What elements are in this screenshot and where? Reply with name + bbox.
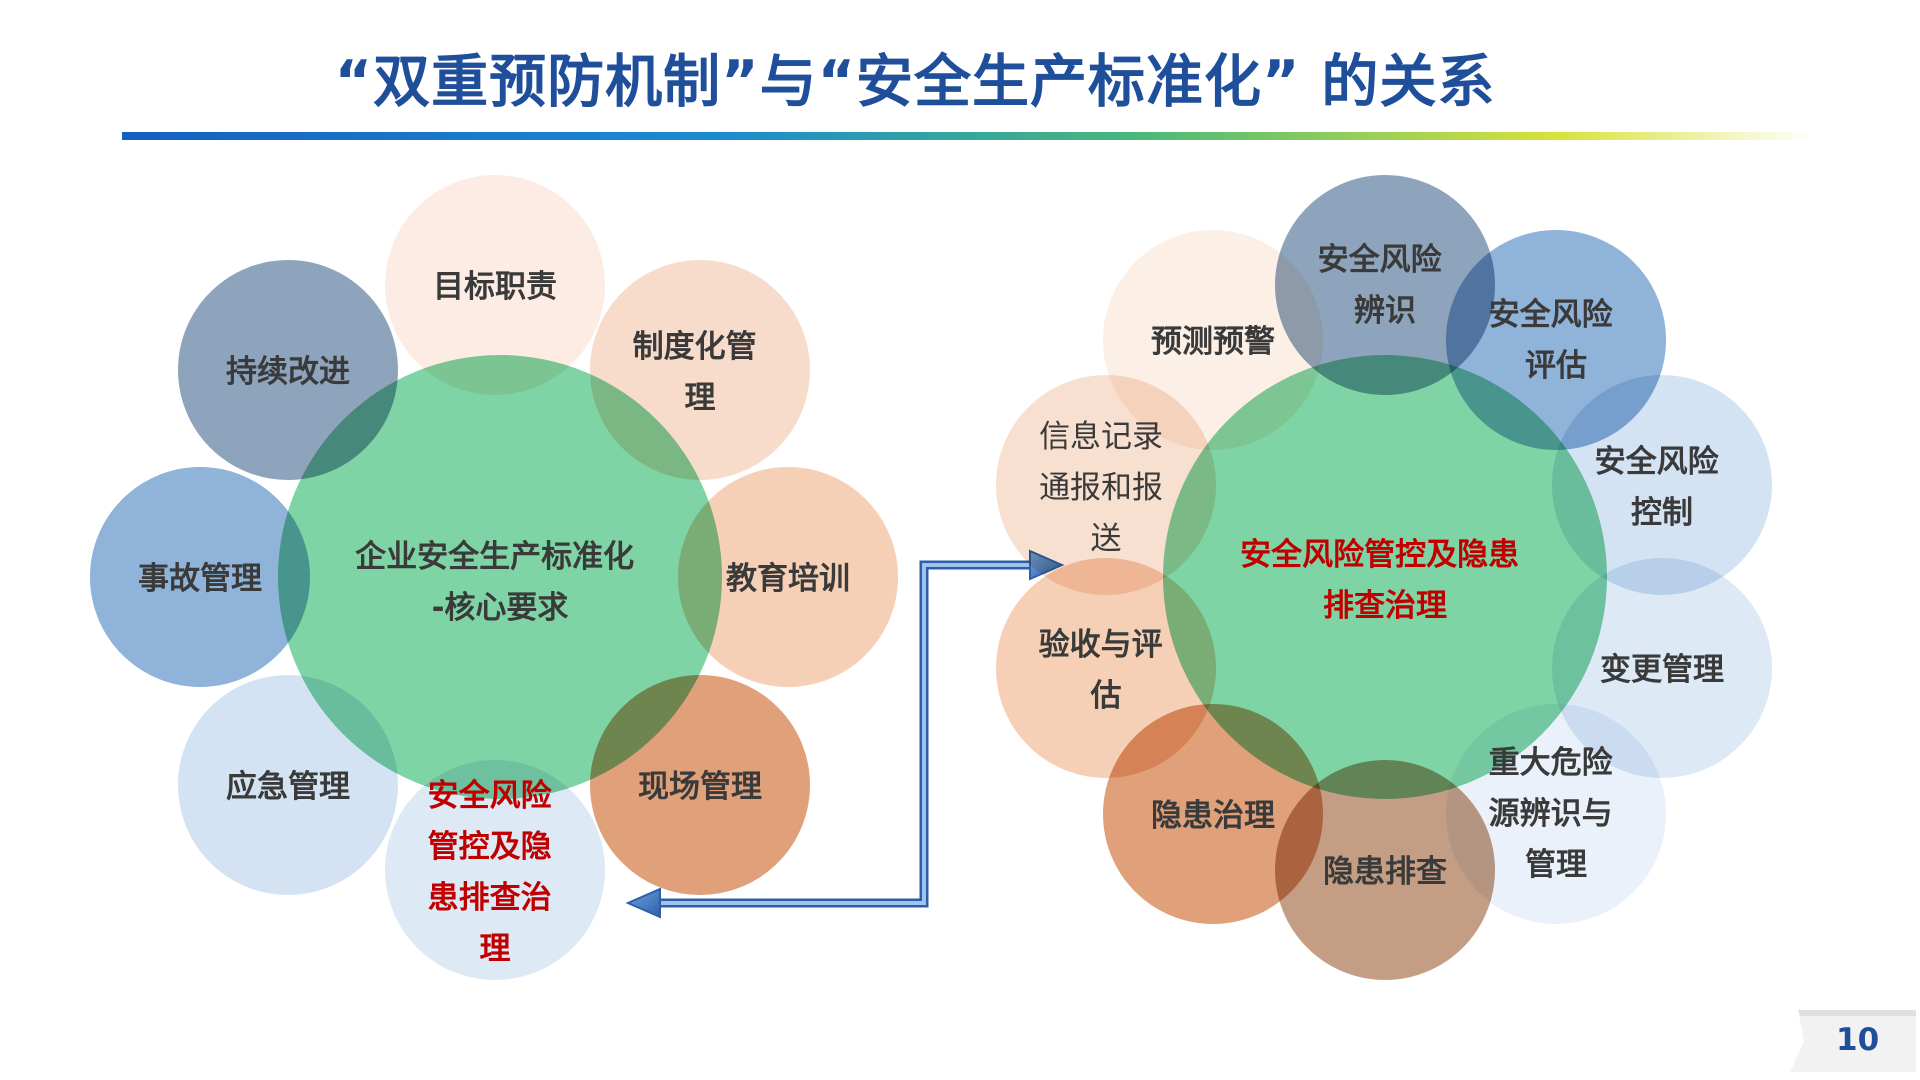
right-petal-label-10: 预测预警: [1151, 324, 1275, 360]
left-petal-label-4: 现场管理: [638, 769, 762, 805]
left-diagram: 企业安全生产标准化 -核心要求 目标职责 制度化管 理 教育培训 现场管理 安全…: [88, 173, 900, 982]
left-petal-circle-8: [176, 258, 400, 482]
right-petal-label-7: 隐患治理: [1151, 798, 1275, 834]
right-petal-label-5: 重大危险 源辨识与 管理: [1489, 745, 1624, 883]
left-center-circle: [278, 355, 722, 799]
slide-title: “双重预防机制”与“安全生产标准化” 的关系: [334, 49, 1496, 115]
left-petal-circle-4: [588, 673, 812, 897]
right-petal-label-4: 变更管理: [1600, 652, 1724, 688]
left-petal-label-2: 制度化管 理: [633, 329, 768, 416]
left-petal-label-1: 目标职责: [433, 269, 557, 305]
right-diagram: 安全风险管控及隐患 排查治理 安全风险 辨识 安全风险 评估 安全风险 控制 变…: [994, 173, 1774, 982]
right-petal-circle-10: [1101, 228, 1325, 452]
left-petal-circle-6: [176, 673, 400, 897]
right-petal-label-9: 信息记录 通报和报 送: [1039, 419, 1173, 557]
left-petal-circle-3: [676, 465, 900, 689]
right-center-label: 安全风险管控及隐患 排查治理: [1240, 537, 1530, 624]
left-center-label: 企业安全生产标准化 -核心要求: [355, 539, 645, 626]
title-divider: [122, 132, 1812, 140]
left-petal-circle-2: [588, 258, 812, 482]
left-petal-label-8: 持续改进: [226, 354, 350, 390]
right-petal-label-3: 安全风险 控制: [1595, 444, 1730, 531]
right-petal-label-2: 安全风险 评估: [1489, 297, 1624, 384]
right-petal-label-8: 验收与评 估: [1039, 627, 1174, 714]
left-petal-circle-5: [383, 758, 607, 982]
right-petal-label-6: 隐患排查: [1323, 854, 1447, 890]
right-center-circle: [1163, 355, 1607, 799]
left-petal-circle-7: [88, 465, 312, 689]
page-number-tab: [1790, 1010, 1916, 1072]
left-petal-label-7: 事故管理: [138, 561, 262, 597]
left-petal-label-5: 安全风险 管控及隐 患排查治 理: [428, 778, 563, 967]
right-petal-label-1: 安全风险 辨识: [1318, 242, 1453, 329]
left-petal-label-3: 教育培训: [726, 561, 850, 597]
page-number: 10: [1836, 1022, 1880, 1058]
left-petal-circle-1: [383, 173, 607, 397]
arrow-head-left: [625, 887, 661, 919]
left-petal-label-6: 应急管理: [226, 769, 350, 805]
